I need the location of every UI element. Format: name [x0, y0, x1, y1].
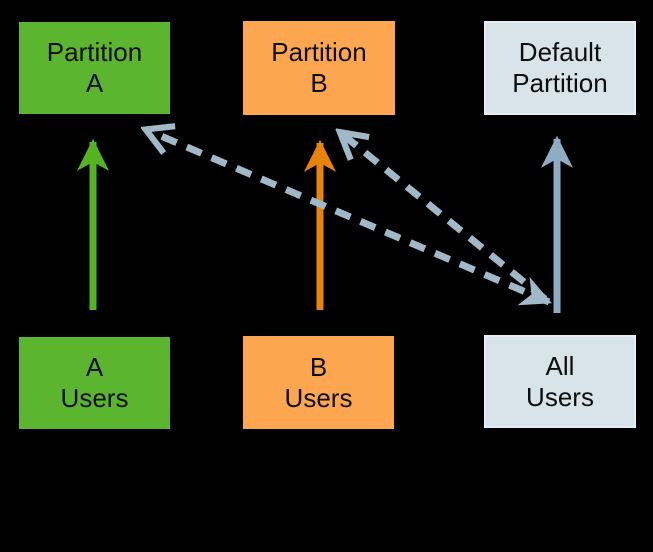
node-b-users: B Users	[243, 336, 394, 429]
node-label-line: A	[85, 68, 104, 98]
node-default-partition: Default Partition	[484, 21, 636, 115]
node-partition-a: Partition A	[19, 22, 170, 114]
edge-all-users-to-partition-b	[341, 133, 548, 302]
node-label-line: B	[310, 68, 328, 98]
node-label-line: Users	[526, 381, 594, 412]
node-label-line: Users	[284, 382, 353, 413]
node-a-users: A Users	[19, 337, 170, 429]
edge-all-users-to-partition-a	[147, 130, 549, 302]
node-partition-b: Partition B	[243, 21, 395, 115]
node-label-line: B	[309, 351, 328, 382]
node-label-line: All	[545, 350, 575, 381]
node-label-line: Default	[518, 37, 602, 67]
node-label-line: Partition	[46, 37, 143, 67]
node-label-line: Partition	[271, 37, 367, 67]
node-all-users: All Users	[484, 335, 636, 428]
node-label-line: A	[85, 352, 104, 382]
node-label-line: Partition	[512, 68, 608, 98]
node-label-line: Users	[60, 383, 129, 413]
